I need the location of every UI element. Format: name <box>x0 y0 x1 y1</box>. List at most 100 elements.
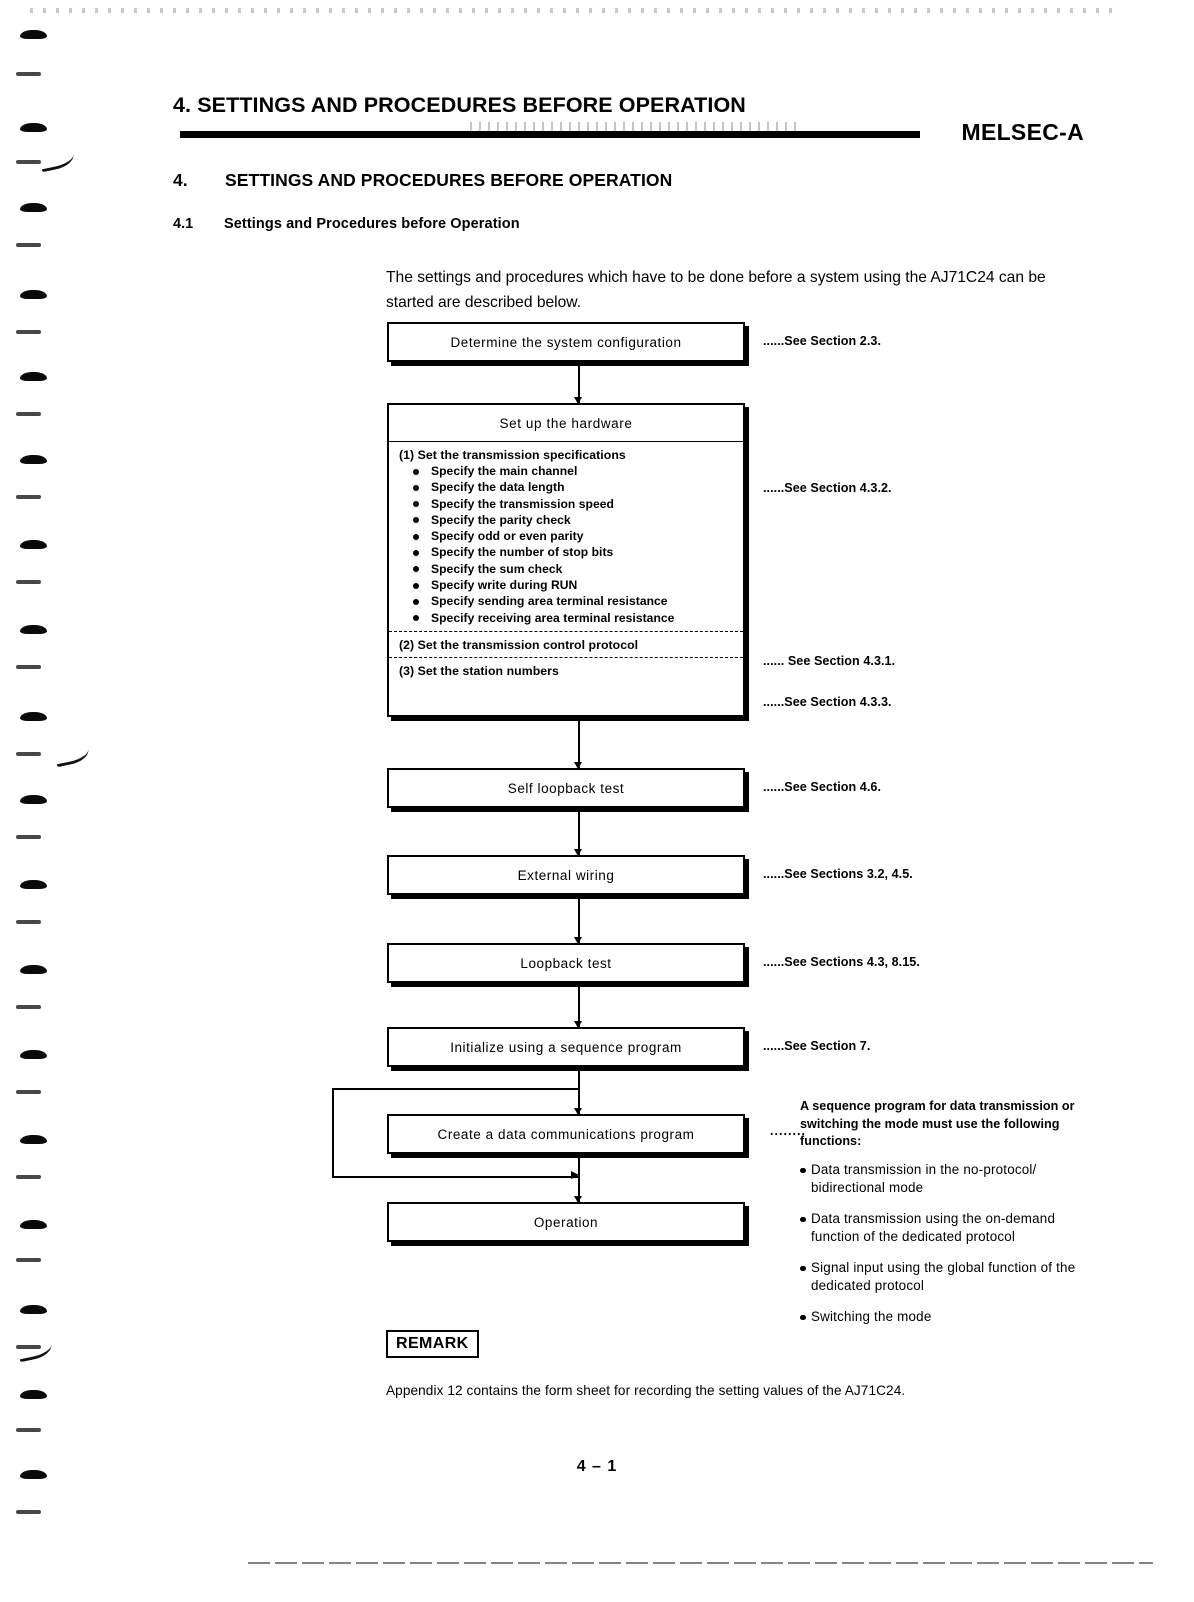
flow-box-label: Self loopback test <box>507 780 625 796</box>
binder-hole-mark <box>16 920 41 924</box>
binder-hole-mark <box>16 1175 41 1179</box>
binder-hole-mark <box>16 1005 41 1009</box>
annotation-block: A sequence program for data transmission… <box>800 1098 1100 1338</box>
subsection-title: Settings and Procedures before Operation <box>224 216 520 232</box>
flow-box-initialize-using-sequence-program: Initialize using a sequence program <box>387 1027 745 1067</box>
binder-hole-mark <box>20 372 47 381</box>
binder-hole-mark <box>20 540 47 549</box>
flow-box-label: Initialize using a sequence program <box>450 1039 682 1055</box>
binder-hole-mark <box>16 580 41 584</box>
annotation-lead-text: A sequence program for data transmission… <box>800 1099 1075 1148</box>
reference-self-loopback: ......See Section 4.6. <box>763 780 881 794</box>
intro-paragraph: The settings and procedures which have t… <box>386 269 1046 311</box>
hardware-bullet-item: Specify the main channel <box>413 463 743 479</box>
reference-external-wiring: ......See Sections 3.2, 4.5. <box>763 867 913 881</box>
flow-box-label: Loopback test <box>520 955 612 971</box>
flow-box-label: Create a data communications program <box>437 1126 695 1142</box>
flow-box-create-data-communications-program: Create a data communications program <box>387 1114 745 1154</box>
hardware-bullet-item: Specify the parity check <box>413 512 743 528</box>
flow-box-label: External wiring <box>517 867 615 883</box>
binder-hole-mark <box>16 1428 41 1432</box>
hardware-bullet-item: Specify the sum check <box>413 561 743 577</box>
hardware-bullet-item: Specify odd or even parity <box>413 528 743 544</box>
hardware-bullet-item: Specify sending area terminal resistance <box>413 593 743 609</box>
flow-box-determine-system-configuration: Determine the system configuration <box>387 322 745 362</box>
binder-hole-mark <box>20 880 47 889</box>
binder-hole-mark <box>16 495 41 499</box>
binder-hole-mark <box>20 290 47 299</box>
binder-hole-mark <box>16 1090 41 1094</box>
connector-selfloopback-to-extwiring <box>575 808 582 856</box>
binder-hole-mark <box>16 752 41 756</box>
binder-hole-mark <box>16 243 41 247</box>
connector-determine-to-hardware <box>575 362 582 404</box>
hardware-bullet-item: Specify the number of stop bits <box>413 544 743 560</box>
binder-hole-mark <box>16 1345 41 1349</box>
binder-hole-mark <box>16 72 41 76</box>
hardware-box-title: Set up the hardware <box>389 405 743 442</box>
header-rule-speckle <box>470 122 800 131</box>
reference-loopback: ......See Sections 4.3, 8.15. <box>763 955 920 969</box>
binder-hole-mark <box>16 1258 41 1262</box>
hardware-bullet-item: Specify the transmission speed <box>413 496 743 512</box>
scan-edge-artifact-bottom <box>248 1562 1153 1564</box>
flow-box-external-wiring: External wiring <box>387 855 745 895</box>
flow-box-operation: Operation <box>387 1202 745 1242</box>
binder-hole-mark <box>20 1220 47 1229</box>
running-head: 4. SETTINGS AND PROCEDURES BEFORE OPERAT… <box>173 93 746 117</box>
reference-hardware-item-3: ......See Section 4.3.3. <box>763 695 892 709</box>
product-label: MELSEC-A <box>961 119 1084 145</box>
header-rule <box>180 131 920 138</box>
binder-hole-mark <box>20 30 47 39</box>
annotation-bullet-item: Data transmission in the no-protocol/ bi… <box>800 1161 1100 1198</box>
annotation-bullet-item: Signal input using the global function o… <box>800 1259 1100 1296</box>
hardware-item-1: (1) Set the transmission specifications … <box>389 442 743 631</box>
hardware-bullet-item: Specify write during RUN <box>413 577 743 593</box>
feedback-loop-bottom-segment <box>332 1176 579 1178</box>
binder-hole-mark <box>20 1470 47 1479</box>
connector-initialize-to-createprogram <box>575 1067 582 1115</box>
reference-hardware-item-2: ...... See Section 4.3.1. <box>763 654 896 668</box>
annotation-bullet-item: Data transmission using the on-demand fu… <box>800 1210 1100 1247</box>
binder-hole-mark <box>16 330 41 334</box>
connector-hardware-to-selfloopback <box>575 717 582 769</box>
annotation-bullet-list: Data transmission in the no-protocol/ bi… <box>800 1161 1100 1327</box>
binder-hole-mark <box>16 1510 41 1514</box>
binder-hole-mark <box>16 412 41 416</box>
scan-smudge-artifact <box>53 741 91 768</box>
reference-initialize: ......See Section 7. <box>763 1039 871 1053</box>
scan-edge-artifact-top <box>30 8 1120 13</box>
annotation-bullet-item: Switching the mode <box>800 1308 1100 1327</box>
section-number: 4. <box>173 170 188 190</box>
binder-hole-mark <box>20 1390 47 1399</box>
binder-hole-mark <box>16 835 41 839</box>
page-number: 4 – 1 <box>576 1458 618 1475</box>
flow-box-label: Operation <box>533 1214 599 1230</box>
connector-extwiring-to-loopback <box>575 895 582 944</box>
binder-hole-mark <box>20 123 47 132</box>
feedback-loop-arrowhead <box>571 1171 579 1179</box>
hardware-item-2: (2) Set the transmission control protoco… <box>389 630 743 657</box>
hardware-bullet-item: Specify the data length <box>413 479 743 495</box>
binder-hole-mark <box>20 455 47 464</box>
hardware-bullet-item: Specify receiving area terminal resistan… <box>413 610 743 626</box>
hardware-item-2-title: (2) Set the transmission control protoco… <box>399 637 639 652</box>
binder-hole-mark <box>20 712 47 721</box>
scan-smudge-artifact <box>38 146 76 173</box>
subsection-number: 4.1 <box>173 216 194 232</box>
remark-text: Appendix 12 contains the form sheet for … <box>386 1383 906 1398</box>
annotation-leader-dots: ........ <box>770 1124 806 1138</box>
scan-smudge-artifact <box>16 1336 54 1363</box>
reference-determine: ......See Section 2.3. <box>763 334 881 348</box>
binder-hole-mark <box>20 203 47 212</box>
binder-hole-mark <box>16 160 41 164</box>
hardware-item-3: (3) Set the station numbers <box>389 656 743 683</box>
feedback-loop-top-segment <box>332 1088 579 1090</box>
binder-hole-mark <box>20 1135 47 1144</box>
flow-box-label: Determine the system configuration <box>450 334 682 350</box>
flow-box-self-loopback-test: Self loopback test <box>387 768 745 808</box>
flow-box-set-up-the-hardware: Set up the hardware (1) Set the transmis… <box>387 403 745 717</box>
connector-loopback-to-initialize <box>575 983 582 1028</box>
